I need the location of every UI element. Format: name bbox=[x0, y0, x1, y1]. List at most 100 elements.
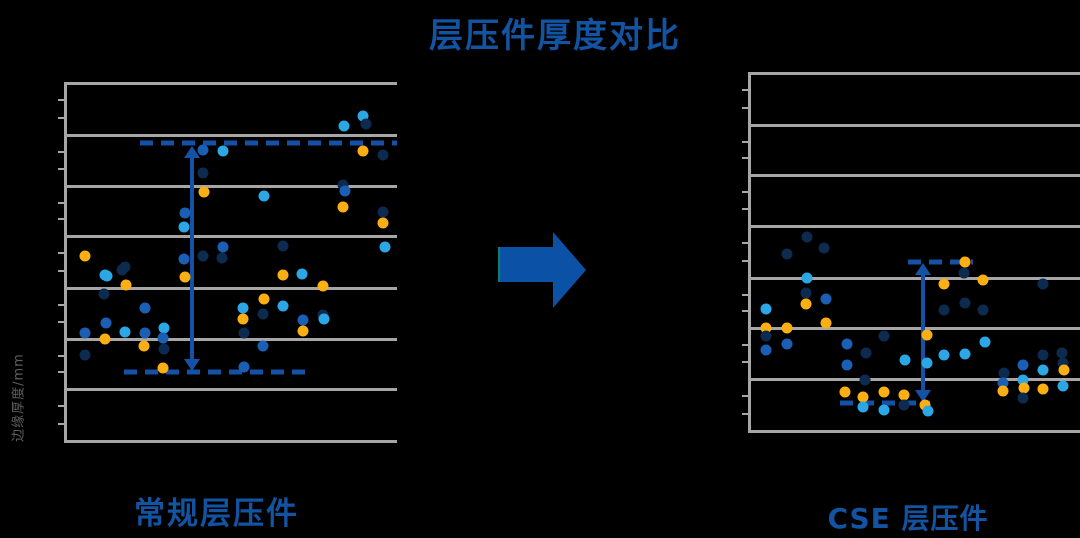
y-axis-minor-tick bbox=[742, 412, 748, 415]
range-arrow-down-icon bbox=[915, 390, 931, 402]
scatter-point bbox=[1037, 364, 1049, 376]
y-axis-line bbox=[748, 73, 751, 431]
scatter-point bbox=[98, 288, 110, 300]
y-axis-minor-tick bbox=[742, 89, 748, 92]
scatter-point bbox=[760, 330, 772, 342]
scatter-point bbox=[1037, 278, 1049, 290]
scatter-point bbox=[79, 327, 91, 339]
range-arrow-up-icon bbox=[915, 263, 931, 275]
scatter-point bbox=[801, 272, 813, 284]
scatter-point bbox=[198, 186, 210, 198]
scatter-point bbox=[938, 304, 950, 316]
scatter-point bbox=[257, 340, 269, 352]
gridline bbox=[748, 378, 1080, 381]
scatter-point bbox=[377, 149, 389, 161]
y-axis-minor-tick bbox=[58, 151, 64, 153]
scatter-point bbox=[820, 317, 832, 329]
gridline bbox=[748, 277, 1080, 280]
lower-limit-dashed-line bbox=[840, 400, 930, 406]
transform-arrow-edge bbox=[498, 247, 501, 282]
scatter-point bbox=[781, 248, 793, 260]
scatter-point bbox=[841, 359, 853, 371]
scatter-point bbox=[377, 217, 389, 229]
scatter-point bbox=[998, 367, 1010, 379]
scatter-point bbox=[157, 362, 169, 374]
scatter-point bbox=[119, 326, 131, 338]
gridline bbox=[64, 82, 397, 85]
scatter-point bbox=[216, 252, 228, 264]
y-axis-minor-tick bbox=[742, 259, 748, 262]
scatter-point bbox=[859, 374, 871, 386]
gridline bbox=[748, 124, 1080, 127]
scatter-point bbox=[977, 274, 989, 286]
scatter-point bbox=[197, 167, 209, 179]
scatter-point bbox=[338, 120, 350, 132]
scatter-point bbox=[318, 313, 330, 325]
scatter-point bbox=[277, 240, 289, 252]
scatter-point bbox=[921, 357, 933, 369]
figure-title: 层压件厚度对比 bbox=[429, 16, 681, 56]
gridline bbox=[748, 430, 1080, 433]
scatter-point bbox=[238, 327, 250, 339]
y-axis-minor-tick bbox=[58, 321, 64, 323]
y-axis-minor-tick bbox=[742, 310, 748, 313]
scatter-point bbox=[296, 268, 308, 280]
scatter-point bbox=[197, 144, 209, 156]
scatter-point bbox=[139, 302, 151, 314]
y-axis-minor-tick bbox=[58, 304, 64, 306]
scatter-point bbox=[197, 250, 209, 262]
scatter-point bbox=[938, 349, 950, 361]
scatter-point bbox=[297, 325, 309, 337]
scatter-point bbox=[760, 322, 772, 334]
scatter-point bbox=[337, 179, 349, 191]
scatter-point bbox=[120, 279, 132, 291]
gridline bbox=[64, 338, 397, 341]
scatter-point bbox=[860, 347, 872, 359]
transform-arrow-head-icon bbox=[553, 232, 586, 308]
scatter-point bbox=[898, 389, 910, 401]
scatter-point bbox=[922, 405, 934, 417]
scatter-point bbox=[959, 297, 971, 309]
scatter-point bbox=[800, 298, 812, 310]
scatter-point bbox=[878, 330, 890, 342]
gridline bbox=[64, 134, 397, 137]
scatter-point bbox=[297, 314, 309, 326]
scatter-point bbox=[997, 377, 1009, 389]
y-axis-minor-tick bbox=[742, 191, 748, 193]
scatter-point bbox=[101, 270, 113, 282]
gridline bbox=[748, 174, 1080, 177]
gridline bbox=[64, 440, 397, 443]
scatter-point bbox=[178, 253, 190, 265]
scatter-point bbox=[79, 250, 91, 262]
scatter-point bbox=[238, 361, 250, 373]
scatter-point bbox=[377, 206, 389, 218]
y-axis-minor-tick bbox=[58, 201, 64, 204]
y-axis-minor-tick bbox=[58, 99, 64, 102]
scatter-point bbox=[258, 190, 270, 202]
scatter-point bbox=[116, 264, 128, 276]
scatter-chart-cse bbox=[742, 72, 1080, 433]
scatter-point bbox=[878, 386, 890, 398]
scatter-point bbox=[1056, 347, 1068, 359]
scatter-point bbox=[921, 329, 933, 341]
gridline bbox=[64, 388, 397, 391]
scatter-point bbox=[878, 404, 890, 416]
y-axis-minor-tick bbox=[58, 252, 64, 255]
scatter-point bbox=[158, 343, 170, 355]
scatter-point bbox=[781, 322, 793, 334]
range-arrow-up-icon bbox=[184, 146, 200, 158]
y-axis-minor-tick bbox=[58, 422, 64, 425]
y-axis-minor-tick bbox=[58, 269, 64, 272]
scatter-point bbox=[899, 354, 911, 366]
y-axis-minor-tick bbox=[742, 293, 748, 296]
y-axis-minor-tick bbox=[58, 405, 64, 408]
scatter-point bbox=[379, 241, 391, 253]
scatter-point bbox=[801, 231, 813, 243]
scatter-point bbox=[357, 110, 369, 122]
scatter-point bbox=[818, 242, 830, 254]
scatter-point bbox=[99, 333, 111, 345]
scatter-point bbox=[857, 391, 869, 403]
scatter-point bbox=[258, 293, 270, 305]
scatter-point bbox=[898, 399, 910, 411]
y-axis-minor-tick bbox=[742, 344, 748, 346]
